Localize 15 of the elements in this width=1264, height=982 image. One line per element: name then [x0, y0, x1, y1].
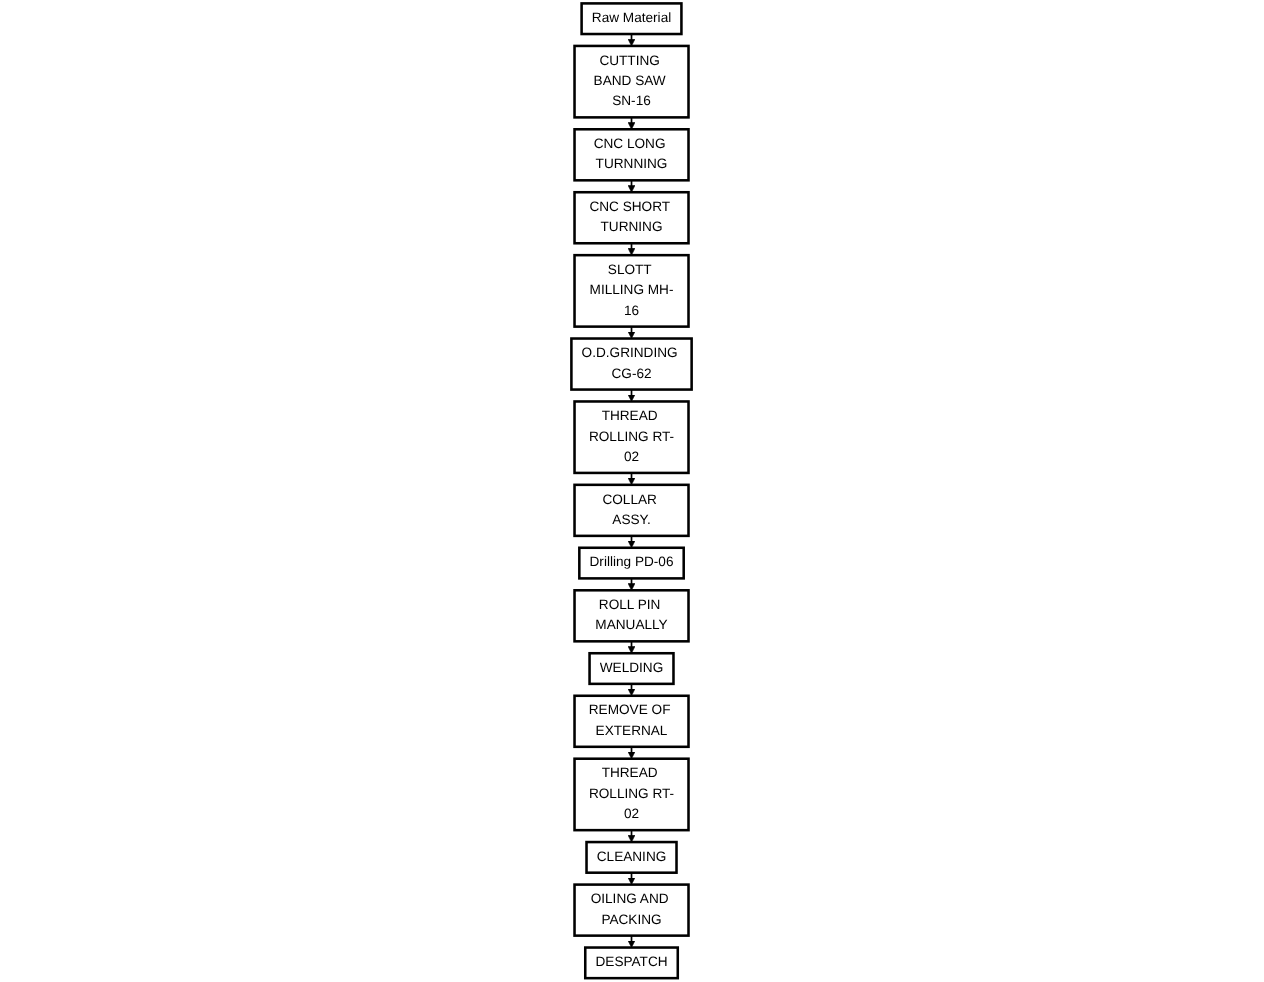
arrow: [628, 535, 636, 549]
arrow: [628, 640, 636, 654]
arrow: [628, 242, 636, 256]
arrow: [628, 33, 636, 47]
arrow: [628, 935, 636, 949]
arrow: [628, 829, 636, 843]
arrow: [628, 179, 636, 193]
arrow: [628, 683, 636, 697]
arrow: [628, 326, 636, 340]
arrow: [628, 577, 636, 591]
arrow: [628, 116, 636, 130]
arrow: [628, 746, 636, 760]
arrow: [628, 388, 636, 403]
arrow: [628, 872, 636, 886]
arrow: [628, 472, 636, 486]
